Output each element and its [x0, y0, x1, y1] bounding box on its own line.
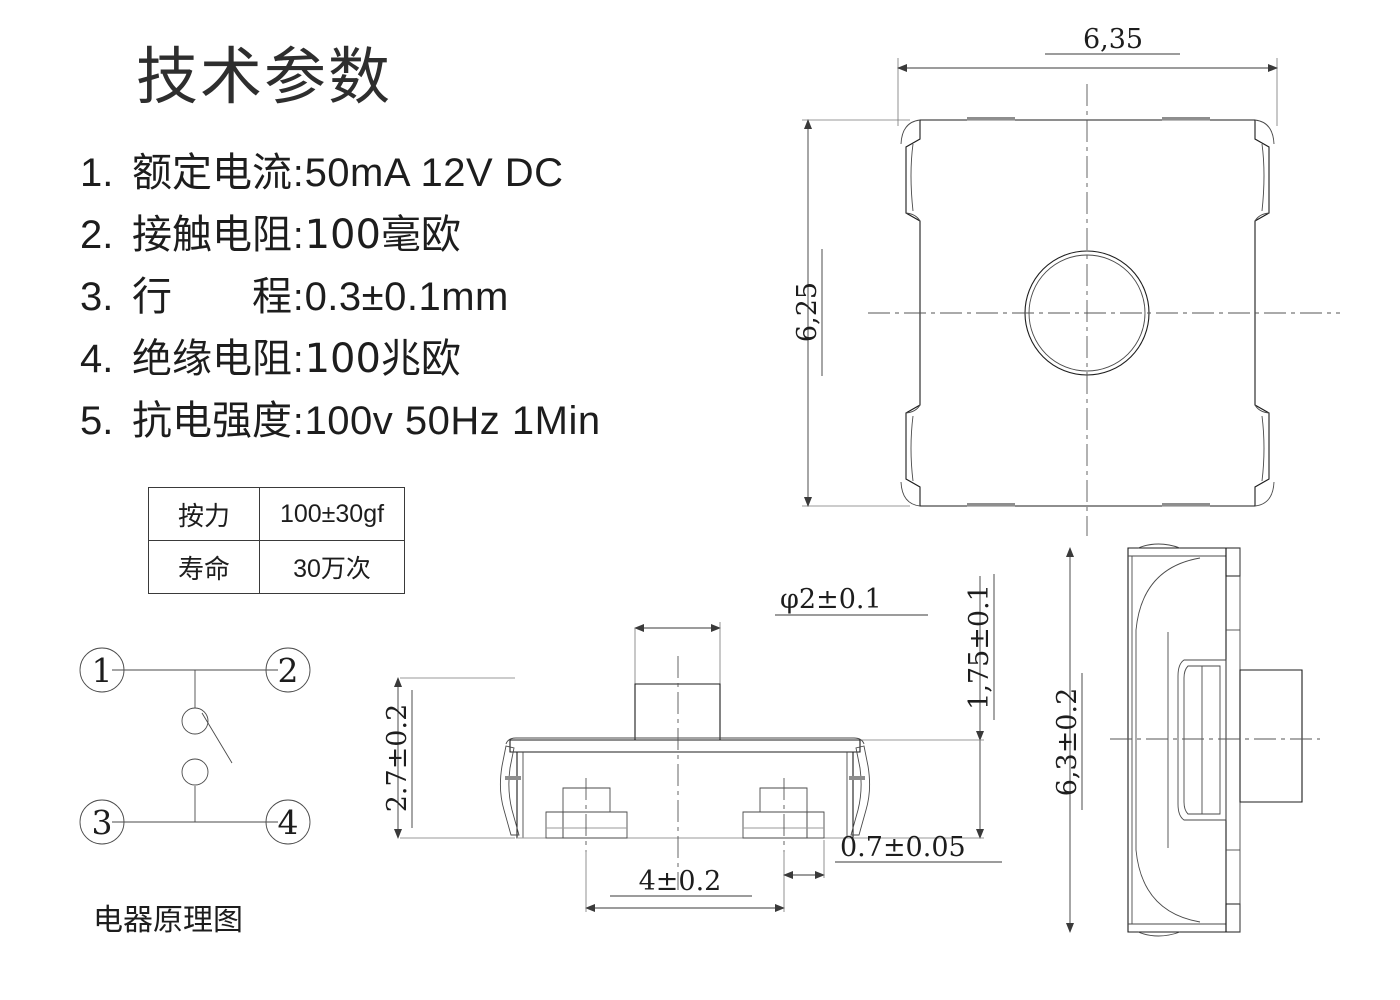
side-body-curve-bottom — [1135, 849, 1201, 923]
terminal-leaf-tr — [1261, 143, 1265, 212]
terminal-leaf-bl — [910, 415, 914, 482]
dim-label-button-height: 1,75±0.1 — [964, 584, 995, 710]
spec-item-value: 50mA 12V DC — [304, 151, 564, 195]
spec-item-value: 100兆欧 — [304, 336, 461, 382]
spec-item-colon: : — [293, 401, 304, 443]
spec-item-colon: : — [293, 277, 304, 319]
dim-label-pad-width: 0.7±0.05 — [840, 832, 966, 863]
terminal-leg-left — [499, 745, 520, 836]
side-tab-top — [1137, 543, 1181, 549]
terminal-leg-right — [850, 745, 871, 836]
switch-lever — [201, 712, 233, 764]
terminal-circle-2 — [265, 647, 311, 693]
terminal-leg-right-tab — [849, 776, 865, 780]
terminal-label-4: 4 — [278, 803, 299, 842]
spec-item-key: 接触电阻 — [132, 212, 292, 258]
table-cell-label: 按力 — [148, 487, 260, 541]
terminal-label-1: 1 — [92, 651, 113, 690]
spec-item-number: 2. — [80, 213, 114, 257]
spec-item-colon: : — [293, 215, 304, 257]
spec-item-colon: : — [293, 153, 304, 195]
spec-list: 1. 额定电流 : 50mA 12V DC 2. 接触电阻 : 100毫欧 3.… — [80, 140, 780, 450]
solder-pad-right — [742, 787, 808, 839]
spec-item-number: 3. — [80, 275, 114, 319]
solder-tab-top-left — [967, 117, 1015, 121]
front-view-drawing: 2.7±0.2 φ2±0.1 1,75±0.1 — [382, 574, 1002, 912]
corner-arc-mr-top — [1254, 212, 1270, 222]
parameter-table: 按力 100±30gf 寿命 30万次 — [148, 487, 405, 594]
side-cavity-outer — [1177, 659, 1227, 821]
side-view-drawing: 6,3±0.2 — [1052, 543, 1320, 937]
terminal-circle-4 — [265, 799, 311, 845]
dim-label-side-width: 6,3±0.2 — [1052, 688, 1083, 797]
solder-tab-bottom-right — [1162, 503, 1210, 507]
spec-item-key: 额定电流 — [132, 150, 292, 196]
side-tab-bottom — [1137, 931, 1181, 937]
terminal-leaf-tl — [910, 143, 914, 212]
spec-item-key: 绝缘电阻 — [132, 336, 292, 382]
spec-item-key: 抗电强度 — [132, 398, 292, 444]
spec-item-1: 1. 额定电流 : 50mA 12V DC — [80, 140, 780, 202]
spec-item-value: 100毫欧 — [304, 212, 461, 258]
side-button-stem — [1239, 669, 1303, 803]
solder-pad-left-inner — [545, 811, 564, 839]
side-flange-bottom — [1225, 903, 1241, 933]
dim-label-top-height: 6,25 — [792, 282, 823, 342]
body-block — [516, 751, 854, 839]
dim-label-total-height: 2.7±0.2 — [382, 704, 413, 813]
body-top-plate — [509, 739, 861, 753]
table-cell-value: 100±30gf — [259, 487, 405, 541]
spec-item-2: 2. 接触电阻 : 100毫欧 — [80, 202, 780, 264]
side-cavity-inner — [1183, 665, 1221, 815]
table-row: 寿命 30万次 — [148, 540, 405, 594]
corner-arc-bl — [900, 481, 921, 507]
body-top-plate-edge — [505, 737, 865, 745]
corner-arc-tl — [900, 119, 921, 145]
terminal-label-3: 3 — [92, 803, 113, 842]
solder-tab-bottom-left — [967, 503, 1015, 507]
terminal-leaf-br — [1261, 415, 1265, 482]
solder-tab-top-right — [1162, 117, 1210, 121]
switch-contact-upper — [181, 707, 209, 735]
dim-label-button-dia: φ2±0.1 — [780, 584, 882, 615]
circuit-schematic: 1 2 3 4 — [79, 647, 311, 845]
solder-pad-left — [562, 787, 628, 839]
side-body-curve-top — [1135, 557, 1201, 631]
solder-pad-right-inner — [806, 811, 825, 839]
side-housing-outline — [1127, 547, 1227, 933]
spec-item-5: 5. 抗电强度 : 100v 50Hz 1Min — [80, 388, 780, 450]
spec-item-key: 行 程 — [132, 274, 292, 320]
corner-arc-ml-top — [905, 212, 921, 222]
corner-arc-mr-bot — [1254, 404, 1270, 414]
table-cell-label: 寿命 — [148, 540, 260, 594]
button-stem — [634, 683, 721, 741]
spec-item-value: 0.3±0.1mm — [304, 275, 509, 319]
circuit-caption: 电器原理图 — [93, 903, 243, 938]
spec-item-number: 4. — [80, 337, 114, 381]
spec-item-value: 100v 50Hz 1Min — [304, 399, 601, 443]
corner-arc-br — [1254, 481, 1275, 507]
corner-arc-ml-bot — [905, 404, 921, 414]
terminal-circle-1 — [79, 647, 125, 693]
dim-label-pitch: 4±0.2 — [639, 866, 722, 897]
table-row: 按力 100±30gf — [148, 487, 405, 541]
spec-item-number: 5. — [80, 399, 114, 443]
top-view-drawing: 6,35 6,25 — [792, 24, 1340, 536]
table-cell-value: 30万次 — [259, 540, 405, 594]
spec-item-3: 3. 行 程 : 0.3±0.1mm — [80, 264, 780, 326]
spec-item-colon: : — [293, 339, 304, 381]
terminal-label-2: 2 — [278, 651, 299, 690]
terminal-leg-left-tab — [505, 776, 521, 780]
side-flange — [1225, 547, 1241, 577]
terminal-circle-3 — [79, 799, 125, 845]
page-title: 技术参数 — [136, 40, 393, 113]
corner-arc-tr — [1254, 119, 1275, 145]
dim-label-top-width: 6,35 — [1083, 24, 1143, 55]
spec-item-4: 4. 绝缘电阻 : 100兆欧 — [80, 326, 780, 388]
spec-item-number: 1. — [80, 151, 114, 195]
switch-contact-lower — [181, 758, 209, 786]
